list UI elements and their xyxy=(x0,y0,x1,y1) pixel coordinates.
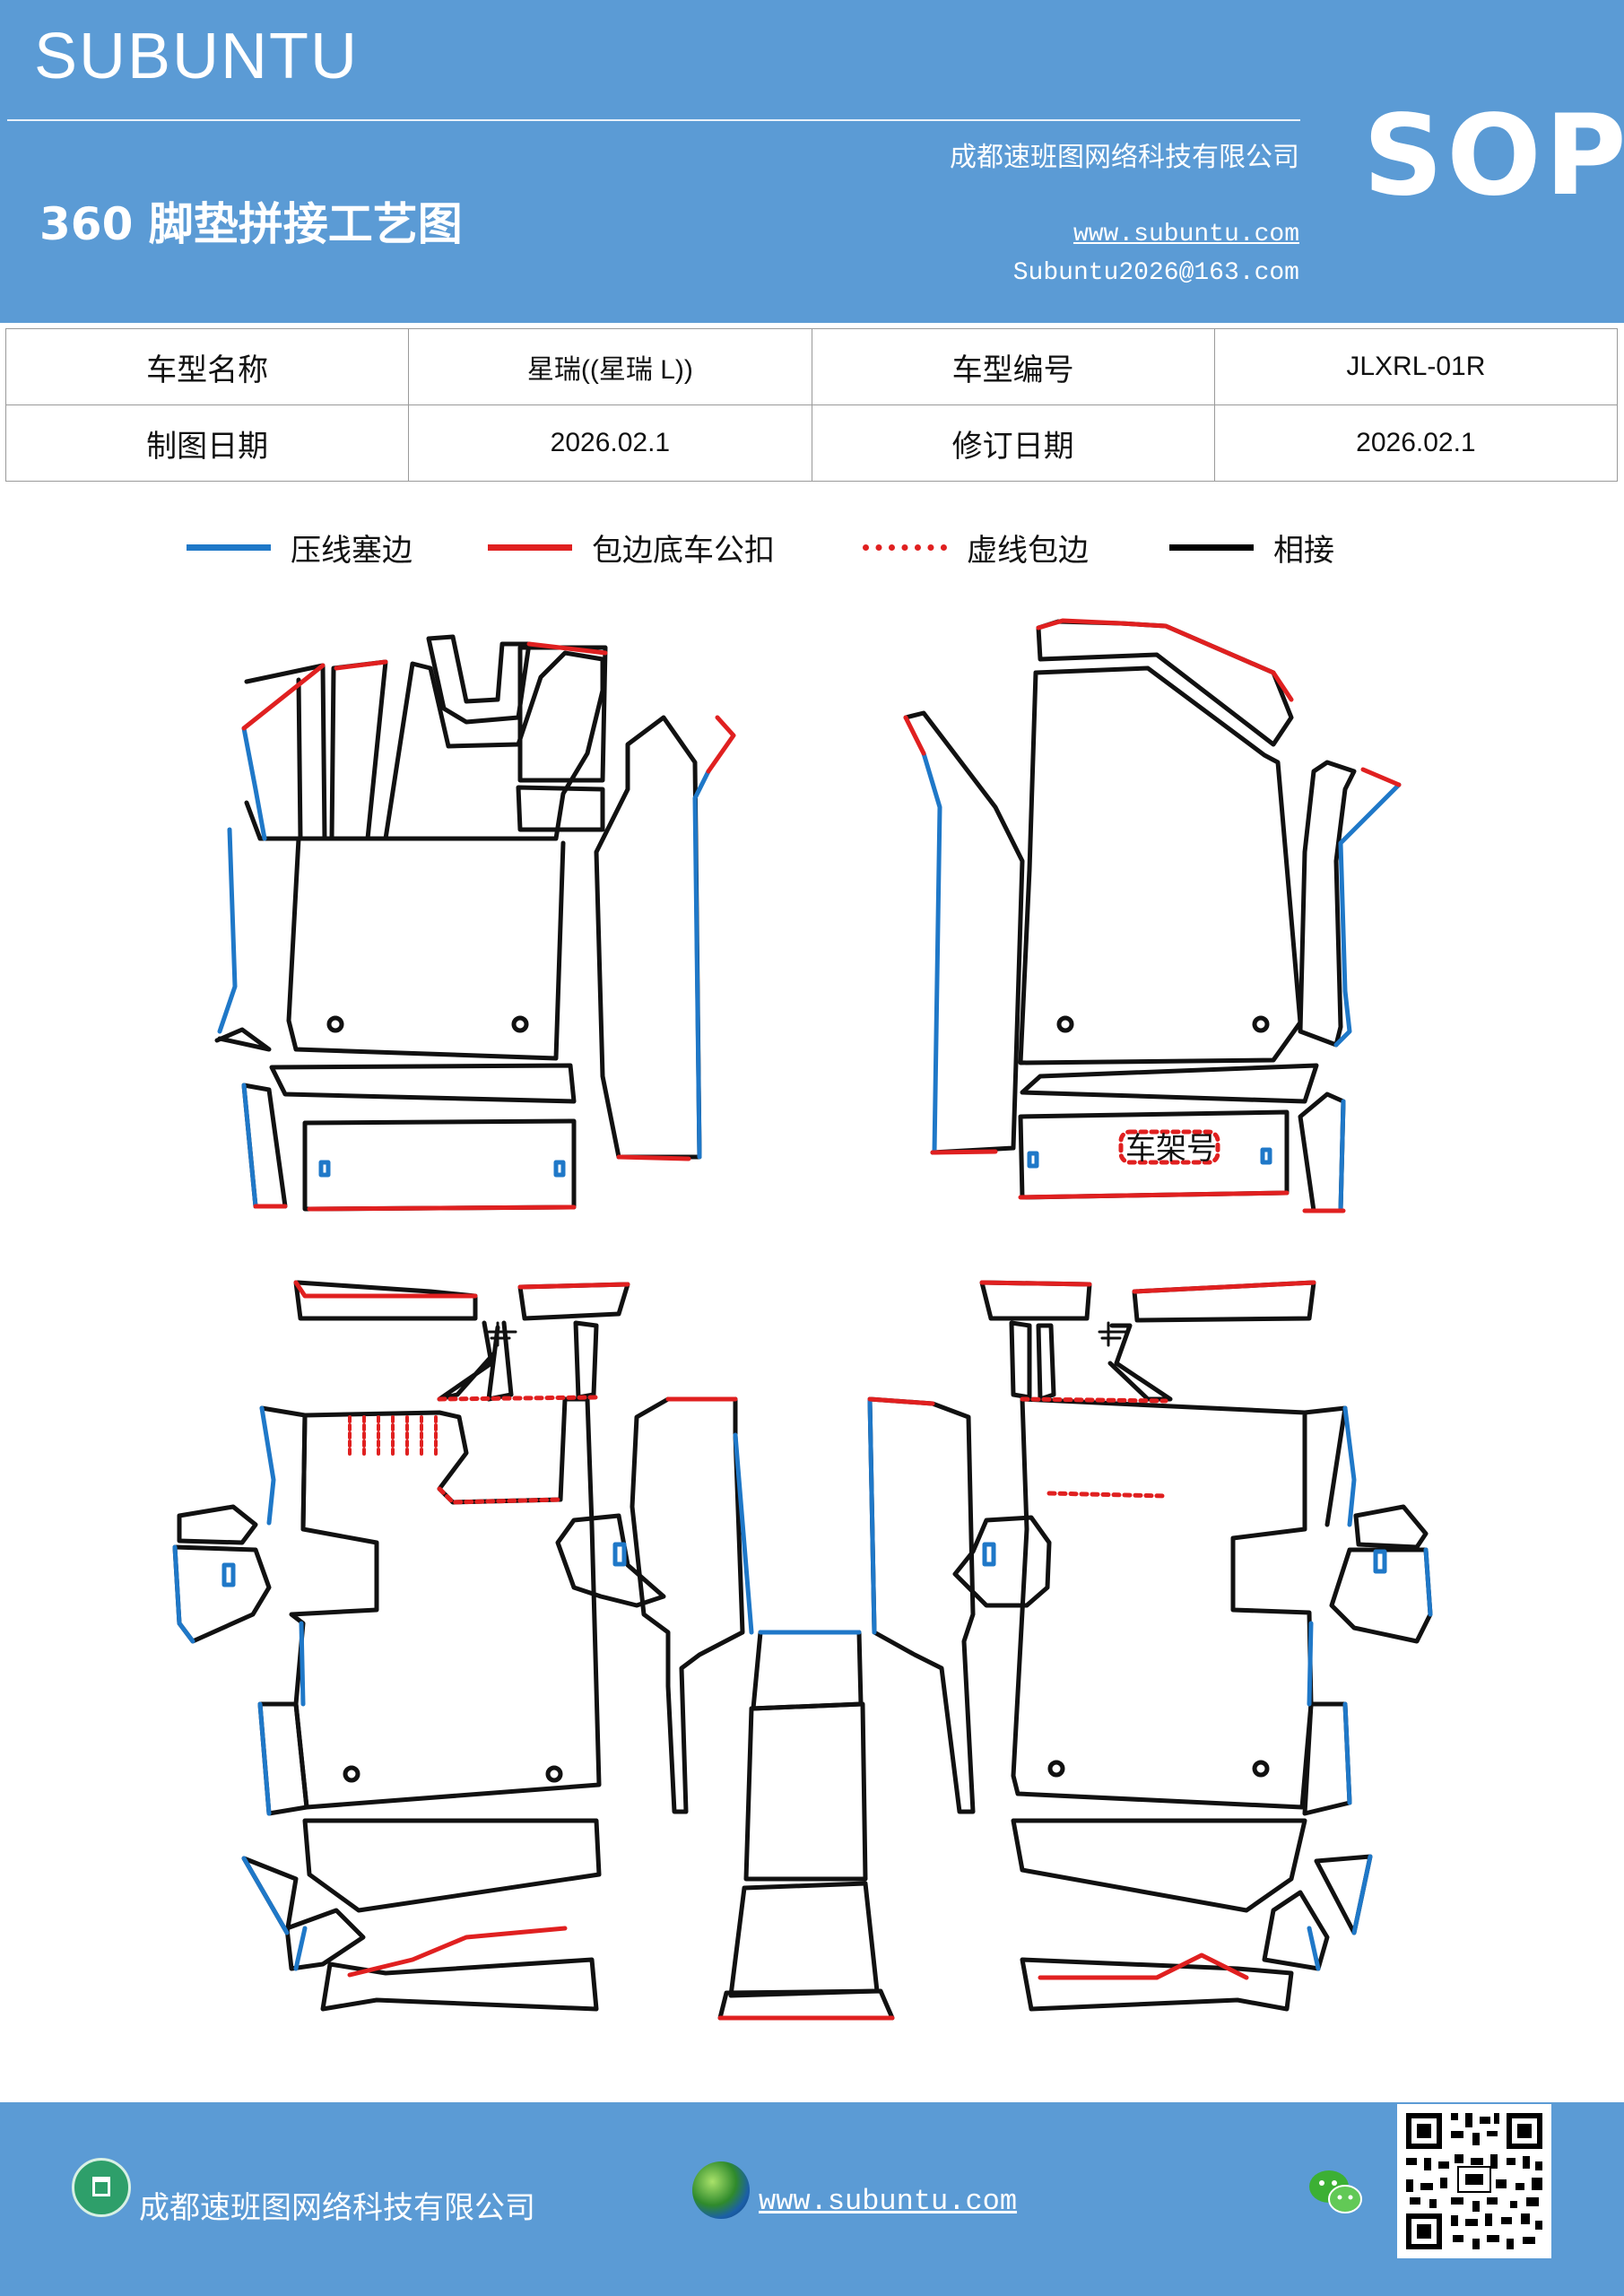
value-model-code: JLXRL-01R xyxy=(1213,328,1619,405)
table-row: 车型名称 星瑞((星瑞 L)) 车型编号 JLXRL-01R xyxy=(4,328,1619,405)
vin-label: 车架号 xyxy=(1125,1131,1217,1167)
email-address: Subuntu2026@163.com xyxy=(1012,259,1299,287)
legend-swatch xyxy=(1169,544,1254,551)
table-row: 制图日期 2026.02.1 修订日期 2026.02.1 xyxy=(4,404,1619,482)
label-model-name: 车型名称 xyxy=(4,328,410,405)
legend-swatch xyxy=(863,544,947,551)
building-icon xyxy=(72,2158,131,2217)
line-legend: 压线塞边 包边底车公扣 虚线包边 相接 xyxy=(0,520,1624,574)
label-model-code: 车型编号 xyxy=(811,328,1215,405)
wechat-icon[interactable] xyxy=(1306,2167,1365,2217)
legend-swatch xyxy=(488,544,572,551)
label-draw-date: 制图日期 xyxy=(4,404,410,482)
header-divider xyxy=(7,119,1300,121)
footer-company-name: 成都速班图网络科技有限公司 xyxy=(139,2190,535,2226)
legend-label: 包边底车公扣 xyxy=(592,532,775,569)
value-revise-date: 2026.02.1 xyxy=(1213,404,1619,482)
rear-left-mat xyxy=(172,1280,754,2012)
legend-label: 压线塞边 xyxy=(291,532,413,569)
company-name: 成都速班图网络科技有限公司 xyxy=(950,142,1299,173)
legend-item-join: 相接 xyxy=(1169,520,1334,574)
front-left-mat xyxy=(214,634,736,1212)
legend-item-press: 压线塞边 xyxy=(187,520,413,574)
vehicle-info-table: 车型名称 星瑞((星瑞 L)) 车型编号 JLXRL-01R 制图日期 2026… xyxy=(4,328,1619,482)
value-model-name: 星瑞((星瑞 L)) xyxy=(408,328,812,405)
footer-banner: 成都速班图网络科技有限公司 www.subuntu.com xyxy=(0,2102,1624,2296)
qr-code xyxy=(1397,2104,1551,2258)
label-revise-date: 修订日期 xyxy=(811,404,1215,482)
front-right-mat: 车架号 xyxy=(903,618,1402,1213)
legend-swatch xyxy=(187,544,271,551)
rear-right-mat xyxy=(867,1280,1433,2012)
rear-center-mat xyxy=(717,1630,895,2021)
legend-label: 相接 xyxy=(1273,532,1334,569)
value-draw-date: 2026.02.1 xyxy=(408,404,812,482)
brand-logo: SUBUNTU xyxy=(34,21,360,92)
legend-label: 虚线包边 xyxy=(967,532,1089,569)
legend-item-dotted: 虚线包边 xyxy=(863,520,1089,574)
header-banner: SUBUNTU 成都速班图网络科技有限公司 360 脚垫拼接工艺图 www.su… xyxy=(0,0,1624,323)
dotted-marks xyxy=(348,1415,438,1457)
sop-badge: SOP xyxy=(1363,91,1624,221)
footer-website-link[interactable]: www.subuntu.com xyxy=(759,2185,1018,2218)
globe-icon xyxy=(692,2161,750,2219)
legend-item-edge: 包边底车公扣 xyxy=(488,520,775,574)
website-link[interactable]: www.subuntu.com xyxy=(1073,221,1299,248)
floor-mat-diagram: 车架号 xyxy=(172,618,1433,2021)
document-title: 360 脚垫拼接工艺图 xyxy=(39,198,463,250)
